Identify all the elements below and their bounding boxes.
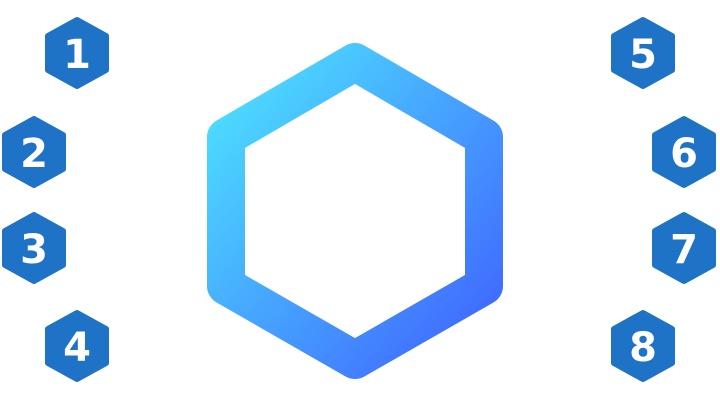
badge-4: 4 <box>45 310 109 382</box>
large-gradient-hexagon-outline-icon <box>207 43 503 379</box>
badge-8-hexagon-icon <box>611 310 675 382</box>
badge-2-hexagon-icon <box>2 116 66 188</box>
badge-1-number: 1 <box>63 32 91 78</box>
badge-4-hexagon-icon <box>45 310 109 382</box>
badge-5: 5 <box>611 17 675 89</box>
badge-2-number: 2 <box>20 131 48 177</box>
badge-8-number: 8 <box>629 325 657 371</box>
badge-6: 6 <box>652 116 716 188</box>
badge-4-number: 4 <box>63 325 91 371</box>
badge-3-hexagon-icon <box>2 212 66 284</box>
badge-5-number: 5 <box>629 32 657 78</box>
badge-3: 3 <box>2 212 66 284</box>
badge-5-hexagon-icon <box>611 17 675 89</box>
badge-7: 7 <box>652 212 716 284</box>
badge-7-number: 7 <box>670 227 698 273</box>
badge-2: 2 <box>2 116 66 188</box>
badge-8: 8 <box>611 310 675 382</box>
badge-1: 1 <box>45 17 109 89</box>
badge-6-number: 6 <box>670 131 698 177</box>
central-hexagon-outline <box>207 43 503 379</box>
badge-1-hexagon-icon <box>45 17 109 89</box>
badge-7-hexagon-icon <box>652 212 716 284</box>
badge-6-hexagon-icon <box>652 116 716 188</box>
badge-3-number: 3 <box>20 227 48 273</box>
